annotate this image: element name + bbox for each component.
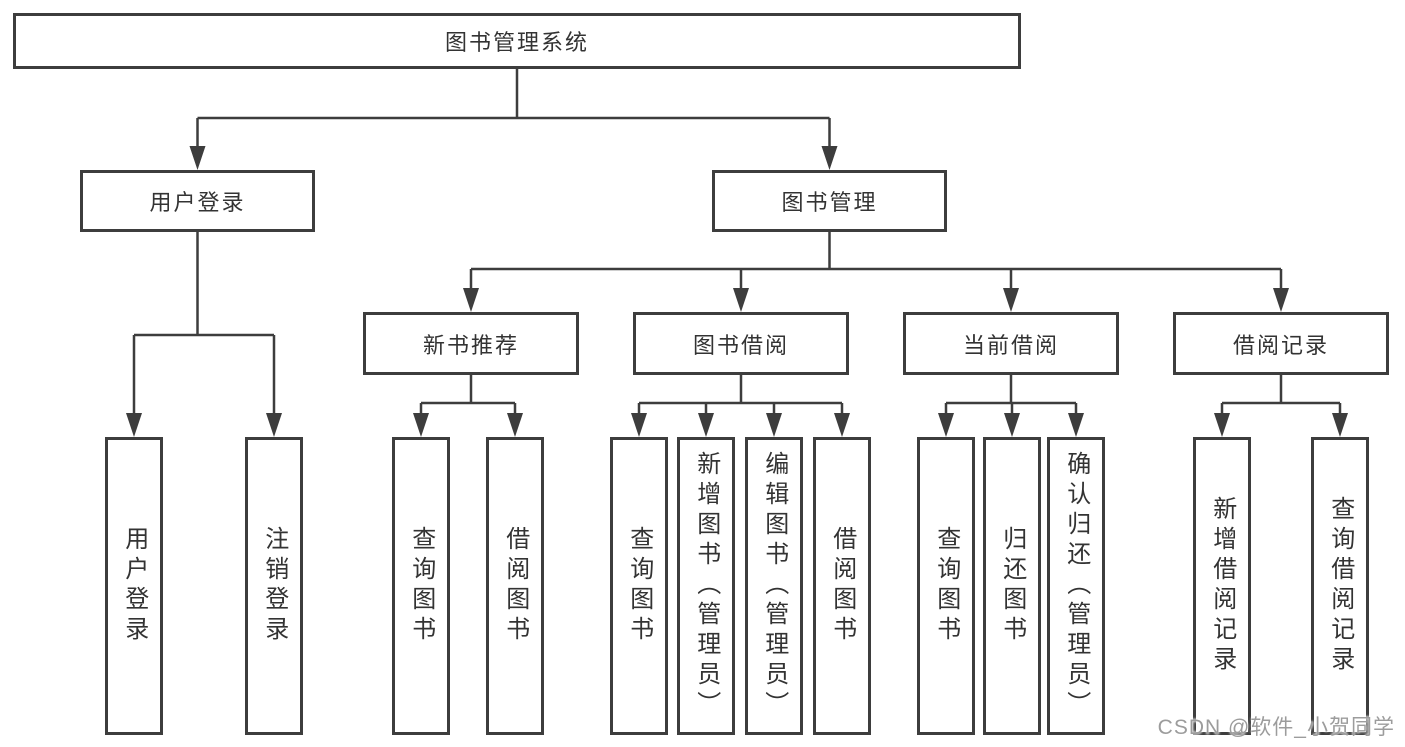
node-label: 归还图书 — [998, 526, 1026, 646]
node-label: 图书管理 — [781, 190, 878, 215]
node-label: 编辑图书（管理员） — [760, 451, 788, 721]
node-book-borrow: 图书借阅 — [633, 312, 849, 375]
leaf-confirm-return-admin: 确认归还（管理员） — [1047, 437, 1105, 735]
node-label: 确认归还（管理员） — [1062, 451, 1090, 721]
csdn-watermark: CSDN @软件_小贺同学 — [1157, 716, 1395, 739]
node-library-management-system: 图书管理系统 — [13, 13, 1021, 69]
node-user-login: 用户登录 — [80, 170, 315, 232]
node-current-borrow: 当前借阅 — [903, 312, 1119, 375]
node-label: 图书管理系统 — [444, 30, 589, 55]
node-label: 注销登录 — [260, 526, 288, 646]
leaf-add-borrow-record: 新增借阅记录 — [1193, 437, 1251, 735]
node-label: 借阅记录 — [1232, 332, 1329, 358]
leaf-query-book-2: 查询图书 — [610, 437, 668, 735]
node-label: 当前借阅 — [962, 332, 1059, 358]
node-label: 新增图书（管理员） — [692, 451, 720, 721]
leaf-borrow-book-1: 借阅图书 — [486, 437, 544, 735]
node-label: 查询借阅记录 — [1326, 496, 1354, 676]
node-label: 查询图书 — [407, 526, 435, 646]
node-label: 新增借阅记录 — [1208, 496, 1236, 676]
leaf-edit-book-admin: 编辑图书（管理员） — [745, 437, 803, 735]
node-label: 用户登录 — [149, 190, 246, 215]
node-new-book-recommend: 新书推荐 — [363, 312, 579, 375]
leaf-query-borrow-record: 查询借阅记录 — [1311, 437, 1369, 735]
node-book-management: 图书管理 — [712, 170, 947, 232]
leaf-borrow-book-2: 借阅图书 — [813, 437, 871, 735]
leaf-logout: 注销登录 — [245, 437, 303, 735]
leaf-query-book-3: 查询图书 — [917, 437, 975, 735]
node-label: 新书推荐 — [422, 332, 519, 358]
leaf-add-book-admin: 新增图书（管理员） — [677, 437, 735, 735]
node-label: 图书借阅 — [692, 332, 789, 358]
node-label: 查询图书 — [625, 526, 653, 646]
leaf-query-book-1: 查询图书 — [392, 437, 450, 735]
leaf-user-login: 用户登录 — [105, 437, 163, 735]
node-label: 借阅图书 — [828, 526, 856, 646]
node-label: 借阅图书 — [501, 526, 529, 646]
node-borrow-records: 借阅记录 — [1173, 312, 1389, 375]
leaf-return-book: 归还图书 — [983, 437, 1041, 735]
node-label: 查询图书 — [932, 526, 960, 646]
node-label: 用户登录 — [120, 526, 148, 646]
